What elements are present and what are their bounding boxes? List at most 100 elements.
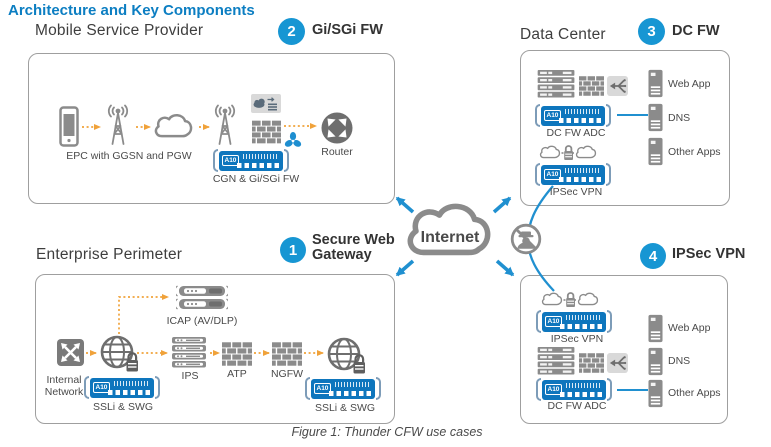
a10-appliance-ssli-left: A10 [84, 376, 160, 399]
ips-stack-icon [172, 337, 208, 368]
router-icon [320, 111, 354, 145]
dc-adc-label: DC FW ADC [546, 127, 606, 139]
router-label: Router [321, 146, 353, 158]
firewall-brick-icon [579, 351, 604, 375]
paren-icon [607, 378, 612, 401]
appliance-vents [565, 167, 601, 173]
a10-appliance-dcfw-adc: A10 [535, 104, 611, 127]
icap-label: ICAP (AV/DLP) [166, 315, 238, 327]
ipsec-vpn-label: IPSec VPN [550, 333, 604, 345]
atp-label: ATP [227, 368, 247, 380]
appliance-body: A10 [90, 377, 154, 398]
mobile-badge-label: Gi/SGi FW [312, 22, 383, 38]
server-tower-icon [648, 69, 663, 98]
badge-3-number: 3 [647, 23, 656, 40]
paren-icon [84, 376, 89, 399]
mobile-section-title: Mobile Service Provider [35, 22, 204, 39]
datacenter-badge-label: DC FW [672, 23, 720, 39]
paren-icon [536, 378, 541, 401]
a10-appliance-ipsec-adc: A10 [536, 378, 612, 401]
appliance-body: A10 [542, 311, 606, 332]
no-eavesdropping-icon [510, 223, 542, 255]
badge-4: 4 [640, 243, 666, 269]
ips-label: IPS [181, 370, 199, 382]
server-tower-icon [648, 103, 663, 132]
server-tower-icon [648, 347, 663, 376]
paren-icon [535, 163, 540, 186]
datacenter-section-title: Data Center [520, 26, 606, 43]
a10-logo: A10 [545, 316, 562, 327]
paren-icon [376, 377, 381, 400]
badge-2-number: 2 [287, 23, 296, 40]
a10-logo: A10 [544, 169, 561, 180]
cloud-lock-cloud-icon [540, 287, 600, 313]
appliance-body: A10 [542, 379, 606, 400]
internet-label: Internet [420, 229, 480, 246]
appliance-ports [237, 163, 279, 168]
ssli-right-label: SSLi & SWG [314, 402, 376, 414]
switch-icon [57, 339, 84, 366]
dc-server-label: Web App [668, 78, 711, 90]
a10-appliance-dc-ipsec: A10 [535, 163, 611, 186]
cgn-appliance-label: CGN & Gi/SGi FW [212, 173, 300, 185]
page-title: Architecture and Key Components [8, 2, 255, 19]
appliance-ports [559, 118, 601, 123]
dc-vpn-label: IPSec VPN [549, 186, 603, 198]
a10-logo: A10 [544, 110, 561, 121]
appliance-ports [560, 324, 602, 329]
enterprise-badge-label: Secure Web Gateway [312, 232, 395, 263]
appliance-vents [114, 380, 150, 386]
a10-appliance-ipsec-vpn: A10 [536, 310, 612, 333]
appliance-body: A10 [219, 150, 283, 171]
fan-icon [284, 132, 302, 150]
paren-icon [606, 104, 611, 127]
badge-3: 3 [638, 18, 665, 45]
cell-tower-icon [210, 104, 240, 145]
badge-1: 1 [280, 237, 306, 263]
a10-logo: A10 [545, 384, 562, 395]
server-rack-icon [537, 70, 577, 99]
appliance-vents [566, 314, 602, 320]
enterprise-section-title: Enterprise Perimeter [36, 246, 183, 263]
a10-logo: A10 [222, 155, 239, 166]
server-rack-icon [537, 347, 577, 376]
appliance-vents [243, 153, 279, 159]
a10-appliance-cgn: A10 [213, 149, 289, 172]
paren-icon [155, 376, 160, 399]
firewall-brick-icon [272, 342, 302, 366]
appliance-ports [560, 392, 602, 397]
badge-1-number: 1 [288, 241, 298, 259]
paren-icon [606, 163, 611, 186]
badge-2: 2 [278, 18, 305, 45]
badge-4-number: 4 [648, 247, 658, 265]
cloud-icon [151, 111, 196, 140]
ssli-left-label: SSLi & SWG [92, 401, 154, 413]
paren-icon [535, 104, 540, 127]
a10-logo: A10 [93, 382, 110, 393]
ipsec-server-label: Other Apps [668, 387, 721, 399]
appliance-body: A10 [541, 105, 605, 126]
appliance-ports [108, 390, 150, 395]
server-tower-icon [648, 137, 663, 166]
globe-lock-icon [99, 334, 141, 374]
epc-label: EPC with GGSN and PGW [66, 150, 192, 162]
cell-tower-icon [103, 104, 133, 145]
cloud-mgmt-tile-icon [251, 94, 281, 113]
paren-icon [305, 377, 310, 400]
firewall-brick-icon [252, 119, 281, 145]
ngfw-label: NGFW [270, 368, 304, 380]
dc-server-label: DNS [668, 112, 691, 124]
figure-caption: Figure 1: Thunder CFW use cases [291, 425, 483, 439]
ipsec-adc-label: DC FW ADC [547, 400, 607, 412]
globe-lock-icon [326, 336, 368, 376]
a10-logo: A10 [314, 383, 331, 394]
appliance-vents [335, 381, 371, 387]
ipsec-server-label: DNS [668, 355, 691, 367]
paren-icon [284, 149, 289, 172]
ipsec-server-label: Web App [668, 322, 711, 334]
paren-icon [607, 310, 612, 333]
cloud-lock-cloud-icon [538, 140, 598, 166]
phone-icon [59, 106, 79, 147]
appliance-vents [565, 108, 601, 114]
